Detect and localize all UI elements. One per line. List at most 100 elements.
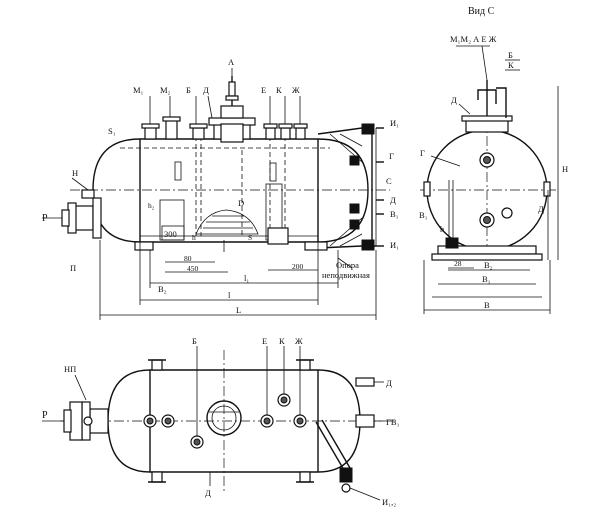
plan-label-d-bot: Д xyxy=(205,488,211,498)
side-label-k: К xyxy=(508,60,514,70)
front-inner-mound xyxy=(195,209,259,235)
support-note-leader xyxy=(337,257,353,269)
side-dim-b: В xyxy=(484,300,490,310)
front-dim-l1: l₁ xyxy=(244,273,249,283)
plan-label-b: Б xyxy=(192,336,197,346)
front-support-note-1: Опора xyxy=(336,260,359,270)
manhole-a-handle xyxy=(228,81,236,97)
support-right xyxy=(304,241,328,251)
side-label-d: Д xyxy=(451,95,457,105)
plan-nozzle-p-blind xyxy=(63,409,72,433)
side-leader-d xyxy=(458,103,471,115)
plan-nozzle-gv1 xyxy=(355,414,375,428)
side-label-b: Б xyxy=(508,50,513,60)
side-top-labels: М₁М₂ А Е Ж xyxy=(450,34,497,44)
plan-foot-bl xyxy=(151,471,163,483)
nozzle-p-neck xyxy=(74,205,94,231)
plan-nozzle-b-bore xyxy=(193,438,201,446)
side-label-g: Г xyxy=(420,148,425,158)
front-label-e: Е xyxy=(261,85,266,95)
front-label-i1-top: И₁ xyxy=(390,118,399,128)
gauge-valve-d xyxy=(349,219,360,230)
front-label-v1: В₁ xyxy=(390,209,399,219)
manhole-a-cover xyxy=(220,105,244,119)
front-dim-L: L xyxy=(236,305,241,315)
plan-foot-tl xyxy=(151,359,163,371)
front-label-zh: Ж xyxy=(292,85,300,95)
plan-label-e: Е xyxy=(262,336,267,346)
plan-label-d: Д xyxy=(386,378,392,388)
front-label-n: Н xyxy=(72,168,78,178)
front-label-h-inner: h xyxy=(192,233,196,242)
side-label-h: h xyxy=(440,224,445,234)
plan-label-p: Р xyxy=(42,410,48,421)
support-left xyxy=(134,241,154,251)
side-pipe-k xyxy=(496,87,507,118)
plan-nozzle-m1-bore xyxy=(146,417,154,425)
plan-drain-valve xyxy=(339,467,353,483)
plan-nozzle-p-body xyxy=(69,401,83,441)
side-label-v1: В₁ xyxy=(419,210,428,220)
front-label-g: Г xyxy=(389,151,394,161)
nozzle-k-flange xyxy=(278,123,293,129)
plan-drain-end xyxy=(341,483,351,493)
gauge-frame-braces xyxy=(329,133,363,247)
front-label-d: Д xyxy=(203,85,209,95)
front-label-a: А xyxy=(228,57,235,67)
front-label-m1: М₁ xyxy=(133,85,144,95)
front-sight-slot-2 xyxy=(269,162,277,182)
front-dim-200: 200 xyxy=(292,262,304,271)
plan-manhole-inner xyxy=(211,405,237,431)
nozzle-n-leader xyxy=(71,177,89,191)
plan-label-k: К xyxy=(279,336,285,346)
front-dim-300: 300 xyxy=(164,229,177,239)
plan-label-i12: И₁,₂ xyxy=(382,497,396,507)
front-label-b: Б xyxy=(186,85,191,95)
nozzle-zh-flange xyxy=(293,123,308,129)
leader-d xyxy=(207,95,213,119)
front-label-p: Р xyxy=(42,213,48,224)
front-label-v2: В₂ xyxy=(158,284,167,294)
front-label-s: S xyxy=(248,233,252,242)
nozzle-b-flange xyxy=(189,123,208,129)
side-stub-right xyxy=(543,181,551,197)
front-top-nozzles xyxy=(141,76,308,143)
nozzle-k xyxy=(280,127,291,140)
front-label-k: К xyxy=(276,85,282,95)
plan-view: Б Е К Ж НП Д Р ГВ₁ Д И₁,₂ xyxy=(42,336,400,507)
nozzle-n xyxy=(81,189,95,199)
nozzle-zh xyxy=(295,127,306,140)
nozzle-m2 xyxy=(165,119,178,140)
front-dim-l: l xyxy=(228,290,231,300)
nozzle-m1 xyxy=(144,126,157,140)
plan-nozzle-p-neck xyxy=(89,408,109,434)
front-label-m2: М₂ xyxy=(160,85,171,95)
gauge-valve-v1 xyxy=(349,203,360,214)
nozzle-m2-flange xyxy=(162,116,181,122)
front-label-h2: h₂ xyxy=(148,201,155,210)
front-dim-80: 80 xyxy=(184,254,192,263)
plan-label-np: НП xyxy=(64,364,76,374)
nozzle-e xyxy=(265,127,276,140)
side-leader-g xyxy=(430,155,461,167)
front-label-d-inner: D xyxy=(238,198,244,208)
plan-nozzle-zh-bore xyxy=(296,417,304,425)
side-bent-pipe xyxy=(477,89,497,104)
side-dim-b2: В₂ xyxy=(484,260,493,270)
front-dim-450: 450 xyxy=(187,264,199,273)
nozzle-b xyxy=(192,127,205,140)
side-valve-low xyxy=(445,237,459,249)
front-label-c: С xyxy=(386,176,392,186)
front-dim-300-box xyxy=(161,225,185,241)
side-label-d2: Д xyxy=(538,204,544,214)
nozzle-p-pad xyxy=(92,197,102,239)
front-gauge-frame xyxy=(317,123,384,251)
front-label-d-right: Д xyxy=(390,195,396,205)
plan-nozzle-d xyxy=(355,377,375,387)
plan-foot-br xyxy=(299,471,311,483)
nozzle-p-blind xyxy=(61,209,70,227)
manhole-a-inner xyxy=(220,123,244,143)
gauge-valve-g xyxy=(349,155,360,166)
side-dim-28: 28 xyxy=(454,259,462,268)
